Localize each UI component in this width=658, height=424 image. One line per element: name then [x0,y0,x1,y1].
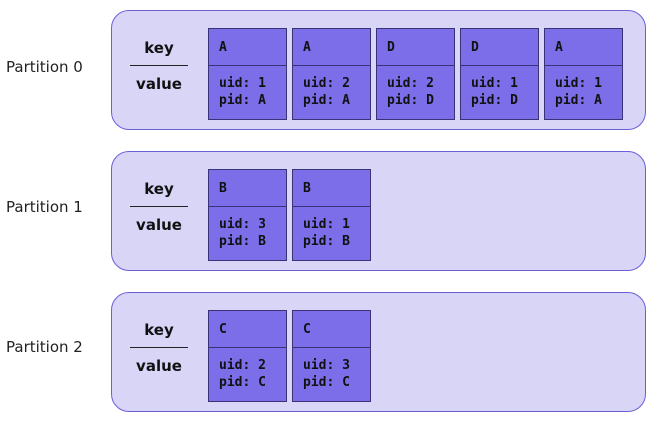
record-uid: uid: 1 [303,217,350,232]
record-uid: uid: 1 [471,76,518,91]
partition-label: Partition 0 [6,58,83,76]
legend-value-label: value [136,357,182,375]
record-uid: uid: 2 [219,358,266,373]
record-pid: pid: A [219,93,266,108]
record-pid: pid: D [471,93,518,108]
key-value-legend: key value [130,319,188,376]
record-key: B [293,170,370,207]
record-uid: uid: 1 [555,76,602,91]
record-value: uid: 2 pid: D [377,66,454,109]
record-key: D [461,29,538,66]
record-key: A [293,29,370,66]
record-pid: pid: B [303,234,350,249]
record-uid: uid: 3 [219,217,266,232]
record-key: B [209,170,286,207]
record-value: uid: 3 pid: C [293,348,370,391]
legend-divider [130,206,188,207]
legend-key-label: key [144,180,174,198]
record-value: uid: 3 pid: B [209,207,286,250]
legend-value-label: value [136,216,182,234]
record-key: A [209,29,286,66]
legend-value-label: value [136,75,182,93]
partition-label: Partition 2 [6,338,83,356]
legend-divider [130,65,188,66]
record-value: uid: 1 pid: A [209,66,286,109]
record-value: uid: 2 pid: A [293,66,370,109]
record-value: uid: 1 pid: A [545,66,622,109]
record-pid: pid: C [219,375,266,390]
legend-key-label: key [144,321,174,339]
record-pid: pid: B [219,234,266,249]
record-pid: pid: A [303,93,350,108]
record-value: uid: 1 pid: B [293,207,370,250]
record-pid: pid: C [303,375,350,390]
partition-label: Partition 1 [6,198,83,216]
key-value-legend: key value [130,178,188,235]
record-uid: uid: 2 [303,76,350,91]
record-uid: uid: 1 [219,76,266,91]
record-pid: pid: A [555,93,602,108]
record-pid: pid: D [387,93,434,108]
record-key: C [209,311,286,348]
legend-key-label: key [144,39,174,57]
legend-divider [130,347,188,348]
record-key: C [293,311,370,348]
record-value: uid: 1 pid: D [461,66,538,109]
record-uid: uid: 2 [387,76,434,91]
record-key: D [377,29,454,66]
key-value-legend: key value [130,37,188,94]
record-key: A [545,29,622,66]
record-uid: uid: 3 [303,358,350,373]
record-value: uid: 2 pid: C [209,348,286,391]
